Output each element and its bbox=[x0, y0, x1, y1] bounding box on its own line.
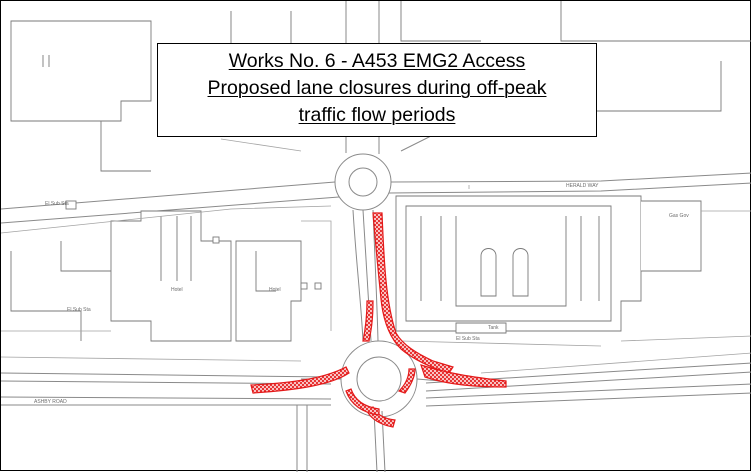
title-box: Works No. 6 - A453 EMG2 Access Proposed … bbox=[157, 43, 597, 137]
lane-closures bbox=[250, 212, 507, 428]
closure-roundabout-east bbox=[397, 368, 416, 394]
title-line-1: Works No. 6 - A453 EMG2 Access bbox=[228, 50, 526, 72]
closure-west-arm bbox=[250, 366, 350, 394]
label-hotel-1: Hotel bbox=[171, 287, 183, 293]
label-gas-gov: Gas Gov bbox=[669, 213, 689, 219]
label-hotel-2: Hotel bbox=[269, 287, 281, 293]
closure-link-west bbox=[362, 300, 374, 342]
label-herald-way: HERALD WAY bbox=[566, 183, 599, 189]
label-tank: Tank bbox=[488, 325, 499, 331]
title-line-2: Proposed lane closures during off-peak bbox=[207, 77, 547, 99]
closure-roundabout-south bbox=[345, 388, 380, 416]
ashby-road bbox=[1, 352, 751, 407]
east-buildings bbox=[395, 1, 751, 347]
west-buildings bbox=[1, 11, 332, 342]
label-el-sub-sta-3: El Sub Sta bbox=[456, 336, 480, 342]
label-ashby-road: ASHBY ROAD bbox=[34, 399, 67, 405]
closure-east-arm bbox=[420, 364, 507, 388]
label-el-sub-sta-1: El Sub Sta bbox=[45, 201, 69, 207]
map-labels: HERALD WAY ASHBY ROAD El Sub Sta El Sub … bbox=[34, 183, 689, 405]
title-line-3: traffic flow periods bbox=[298, 104, 456, 126]
label-el-sub-sta-2: El Sub Sta bbox=[67, 307, 91, 313]
